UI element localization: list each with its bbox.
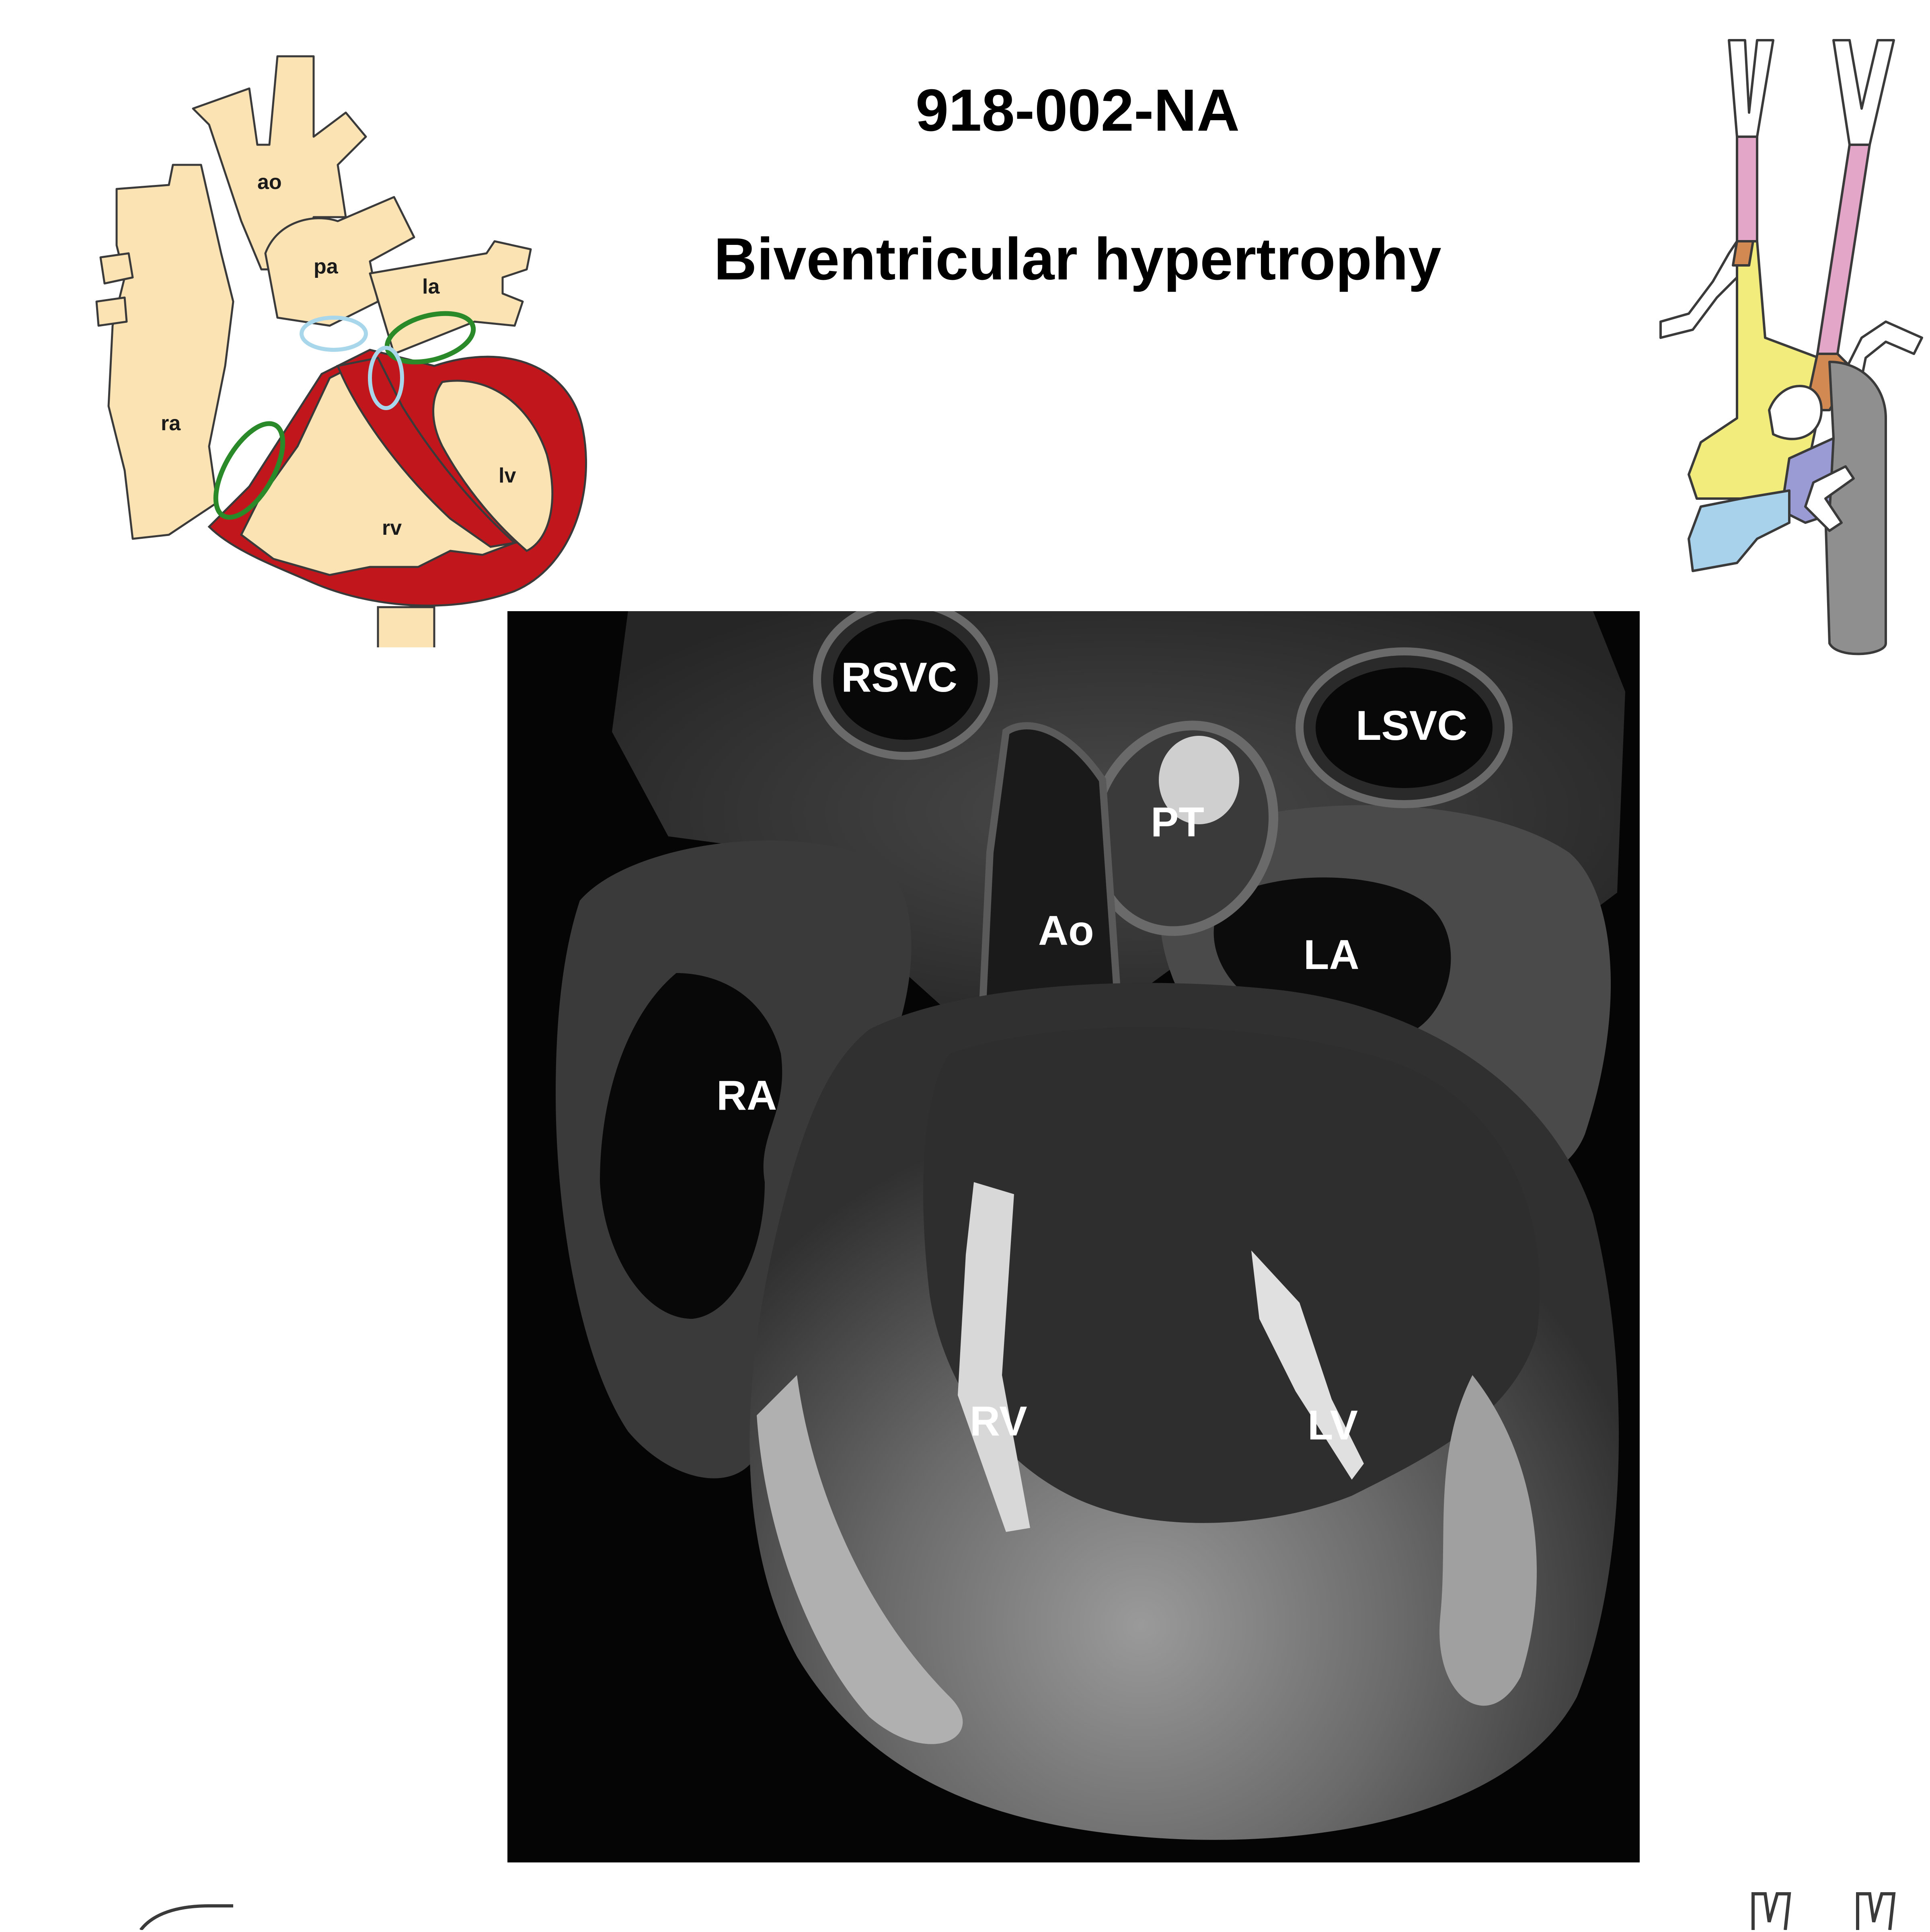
- branch-orange-2: [1732, 240, 1754, 267]
- lv-wall-bright: [1439, 1375, 1537, 1706]
- bottom-left-fragment: [129, 1890, 249, 1931]
- mri-scan-image: RSVC LSVC PT Ao LA RA RV LV: [507, 599, 1640, 1862]
- lower-blue-vessel: [1688, 489, 1790, 572]
- mri-label-lsvc: LSVC: [1356, 702, 1467, 749]
- mri-label-rv: RV: [970, 1398, 1027, 1445]
- aortic-valve-ring: [368, 346, 404, 410]
- heart-label-la: la: [422, 275, 440, 298]
- svc-stub-left: [99, 252, 134, 285]
- right-fork: [1832, 39, 1895, 146]
- lv-cavity-shape: [432, 380, 554, 552]
- ao-channel: [978, 722, 1123, 1025]
- tricuspid-valve-ring: [213, 421, 285, 520]
- heart-label-lv: lv: [499, 464, 516, 487]
- descending-stub: [377, 606, 435, 673]
- bottom-left-fragment-drawing: [139, 1904, 233, 1931]
- ra-cavity: [600, 973, 782, 1319]
- pt-bright-core: [1159, 736, 1239, 824]
- left-atrium-shape: [369, 240, 532, 355]
- svc-stub-left-2: [95, 296, 128, 327]
- condition-title: Biventricular hypertrophy: [714, 226, 1441, 292]
- heart-label-rv: rv: [382, 516, 402, 540]
- right-subclavian: [1659, 240, 1742, 339]
- mri-label-ao: Ao: [1038, 907, 1094, 954]
- left-fork: [1728, 39, 1774, 138]
- aorta-shape: [192, 55, 367, 271]
- right-carotid: [1736, 136, 1758, 242]
- heart-label-ra: ra: [161, 412, 181, 435]
- mri-label-la: LA: [1304, 932, 1359, 978]
- rsvc-lumen: [833, 619, 978, 740]
- heart-label-pa: pa: [314, 255, 339, 278]
- mri-label-rsvc: RSVC: [841, 654, 957, 701]
- heart-schematic: ao pa la ra rv lv: [88, 44, 611, 673]
- heart-label-ao: ao: [257, 170, 282, 194]
- pulmonary-artery-shape: [264, 196, 415, 327]
- specimen-id-title: 918-002-NA: [915, 77, 1240, 144]
- pulmonary-valve-ring: [300, 316, 368, 352]
- bottom-right-fragment: [1737, 1882, 1930, 1930]
- lsvc-lumen: [1316, 667, 1493, 788]
- vessel-schematic-drawing: [1659, 39, 1923, 655]
- heart-schematic-drawing: ao pa la ra rv lv: [95, 55, 587, 673]
- descending-aorta: [1824, 361, 1887, 655]
- mri-label-ra: RA: [717, 1072, 777, 1119]
- arch-ring-hole: [1768, 385, 1823, 440]
- mri-label-pt: PT: [1151, 799, 1204, 846]
- mri-scan-drawing: RSVC LSVC PT Ao LA RA RV LV: [507, 599, 1640, 1862]
- rv-cavity-streak: [958, 1182, 1030, 1532]
- right-atrium-shape: [107, 164, 234, 540]
- vessel-schematic: [1636, 16, 1930, 659]
- mri-label-lv: LV: [1308, 1402, 1358, 1449]
- pulmonary-branch-white: [1804, 465, 1855, 532]
- ventricles-dark-core: [923, 1027, 1540, 1523]
- bottom-right-fragment-drawing: [1751, 1892, 1896, 1930]
- lv-cavity-streak: [1251, 1250, 1364, 1480]
- rv-free-wall-bright: [757, 1375, 963, 1744]
- left-carotid: [1816, 144, 1871, 355]
